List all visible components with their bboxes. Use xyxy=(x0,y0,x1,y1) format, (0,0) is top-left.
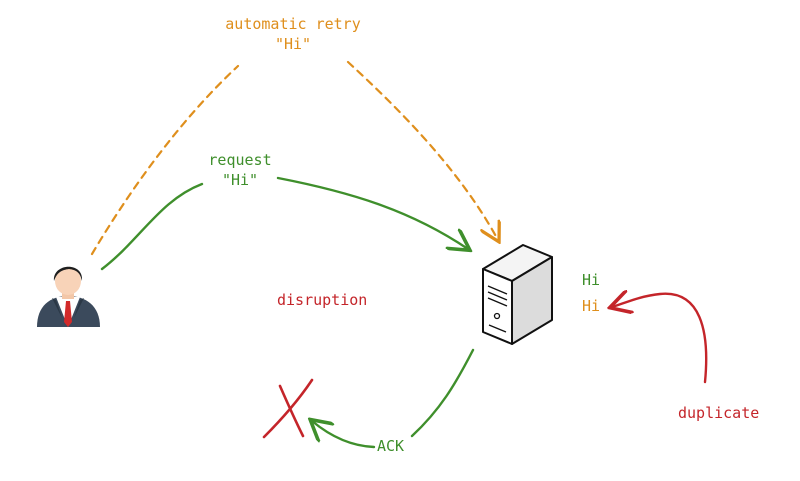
user-icon xyxy=(37,266,100,327)
server-message-first: Hi xyxy=(582,271,601,289)
request-label-line2: "Hi" xyxy=(221,171,259,189)
duplicate-arrow xyxy=(612,294,708,384)
ack-arrow-right-segment xyxy=(410,348,475,438)
retry-arrow-right-segment xyxy=(346,60,498,240)
retry-label: automatic retry "Hi" xyxy=(212,14,374,54)
request-label: request "Hi" xyxy=(190,150,290,190)
retry-label-line2: "Hi" xyxy=(274,35,312,53)
disruption-label: disruption xyxy=(277,291,368,309)
request-label-line1: request xyxy=(208,151,272,169)
request-arrow-right-segment xyxy=(276,176,468,249)
retry-label-line1: automatic retry xyxy=(225,15,361,33)
server-icon xyxy=(482,244,553,345)
request-arrow-left-segment xyxy=(100,182,204,271)
ack-label: ACK xyxy=(377,437,405,455)
duplicate-label: duplicate xyxy=(678,404,760,422)
x-mark-icon xyxy=(262,378,314,439)
ack-arrow-left-segment xyxy=(312,421,376,449)
retry-arrow-left-segment xyxy=(90,64,240,256)
server-message-duplicate: Hi xyxy=(582,297,601,315)
